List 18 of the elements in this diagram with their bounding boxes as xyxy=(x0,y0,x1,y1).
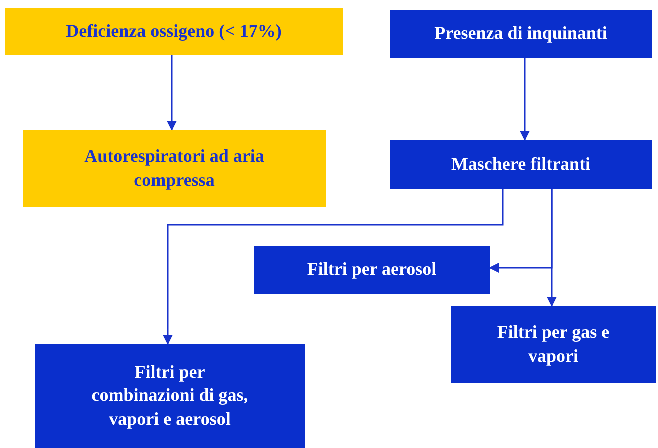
box-label: Filtri per aerosol xyxy=(307,258,437,282)
process-box xyxy=(390,10,652,58)
box-label: Deficienza ossigeno (< 17%) xyxy=(66,20,282,43)
box-label: Filtri per gas e vapori xyxy=(496,321,611,368)
box-label: Presenza di inquinanti xyxy=(434,22,608,46)
arrow xyxy=(167,55,177,131)
process-box xyxy=(254,246,490,294)
arrow xyxy=(547,189,557,307)
process-box xyxy=(23,130,326,207)
box-label: Autorespiratori ad aria compressa xyxy=(84,145,266,192)
arrow xyxy=(163,189,504,345)
process-box xyxy=(390,140,652,189)
process-box xyxy=(35,344,305,448)
process-box xyxy=(451,306,656,383)
box-label: Maschere filtranti xyxy=(451,152,591,176)
process-box xyxy=(5,8,343,55)
arrow xyxy=(520,58,530,141)
box-label: Filtri per combinazioni di gas, vapori e aerosol xyxy=(91,360,249,431)
